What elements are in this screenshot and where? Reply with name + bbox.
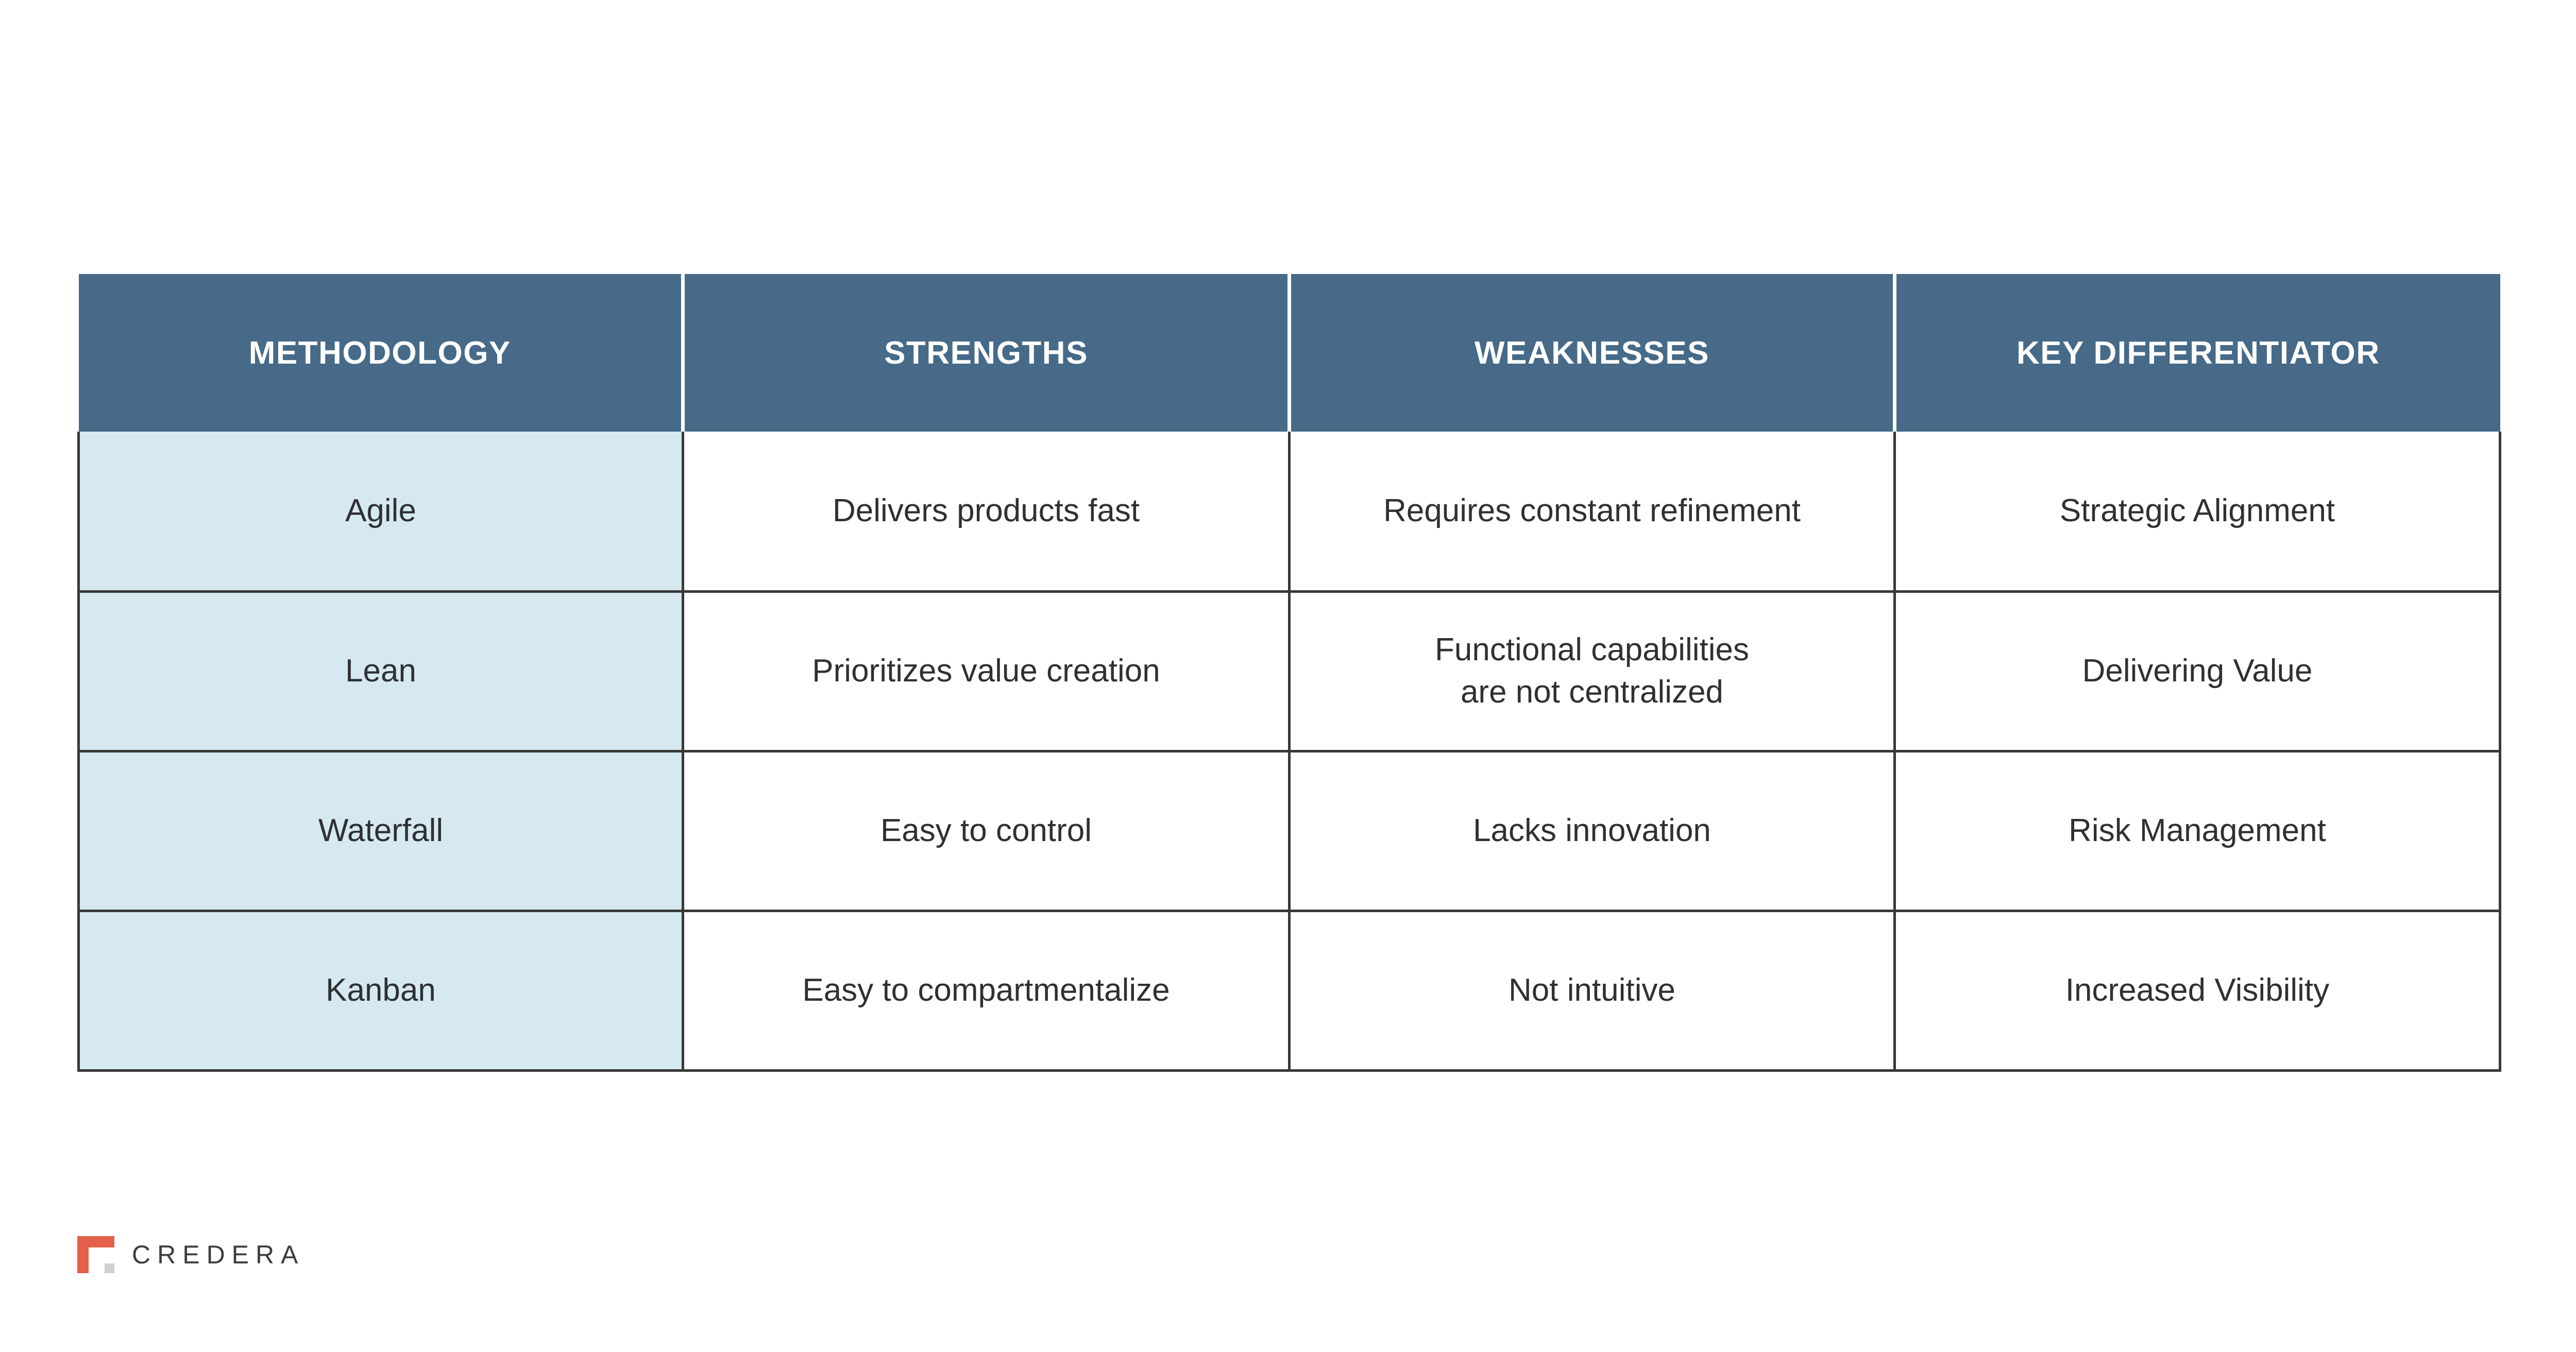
methodology-comparison-table-wrapper: METHODOLOGY STRENGTHS WEAKNESSES KEY DIF… xyxy=(77,274,2501,1072)
cell-weaknesses: Not intuitive xyxy=(1288,911,1896,1072)
cell-strengths: Delivers products fast xyxy=(682,432,1291,593)
credera-wordmark: CREDERA xyxy=(132,1240,305,1269)
column-header-methodology: METHODOLOGY xyxy=(78,274,685,432)
cell-strengths: Prioritizes value creation xyxy=(682,591,1291,752)
cell-weaknesses-line-1: Not intuitive xyxy=(1509,972,1675,1008)
cell-strengths: Easy to compartmentalize xyxy=(682,911,1291,1072)
cell-strengths: Easy to control xyxy=(682,751,1291,912)
cell-methodology: Lean xyxy=(77,591,684,752)
header-row: METHODOLOGY STRENGTHS WEAKNESSES KEY DIF… xyxy=(78,274,2500,432)
cell-weaknesses: Lacks innovation xyxy=(1288,751,1896,912)
cell-weaknesses: Functional capabilities are not centrali… xyxy=(1288,591,1896,752)
cell-key-differentiator: Increased Visibility xyxy=(1893,911,2501,1072)
cell-methodology: Kanban xyxy=(77,911,684,1072)
logo-mark-small-square xyxy=(103,1262,114,1273)
cell-methodology: Waterfall xyxy=(77,751,684,912)
cell-weaknesses-line-1: Requires constant refinement xyxy=(1383,492,1801,528)
cell-weaknesses-line-1: Functional capabilities xyxy=(1434,632,1749,668)
cell-weaknesses-line-2: are not centralized xyxy=(1460,674,1724,710)
column-header-weaknesses: WEAKNESSES xyxy=(1289,274,1896,432)
credera-square-icon xyxy=(77,1236,114,1273)
table-row: Agile Delivers products fast Requires co… xyxy=(77,432,2501,593)
table-row: Waterfall Easy to control Lacks innovati… xyxy=(77,751,2501,912)
cell-key-differentiator: Strategic Alignment xyxy=(1893,432,2501,593)
table-body: Agile Delivers products fast Requires co… xyxy=(77,432,2501,1072)
table-header: METHODOLOGY STRENGTHS WEAKNESSES KEY DIF… xyxy=(78,274,2500,432)
methodology-comparison-table: METHODOLOGY STRENGTHS WEAKNESSES KEY DIF… xyxy=(77,274,2501,1072)
cell-key-differentiator: Risk Management xyxy=(1893,751,2501,912)
credera-logo: CREDERA xyxy=(77,1236,304,1273)
cell-methodology: Agile xyxy=(77,432,684,593)
column-header-strengths: STRENGTHS xyxy=(683,274,1291,432)
table-row: Lean Prioritizes value creation Function… xyxy=(77,591,2501,752)
cell-weaknesses-line-1: Lacks innovation xyxy=(1473,813,1711,849)
column-header-key-differentiator: KEY DIFFERENTIATOR xyxy=(1894,274,2500,432)
cell-key-differentiator: Delivering Value xyxy=(1893,591,2501,752)
table-row: Kanban Easy to compartmentalize Not intu… xyxy=(77,911,2501,1072)
cell-weaknesses: Requires constant refinement xyxy=(1288,432,1896,593)
